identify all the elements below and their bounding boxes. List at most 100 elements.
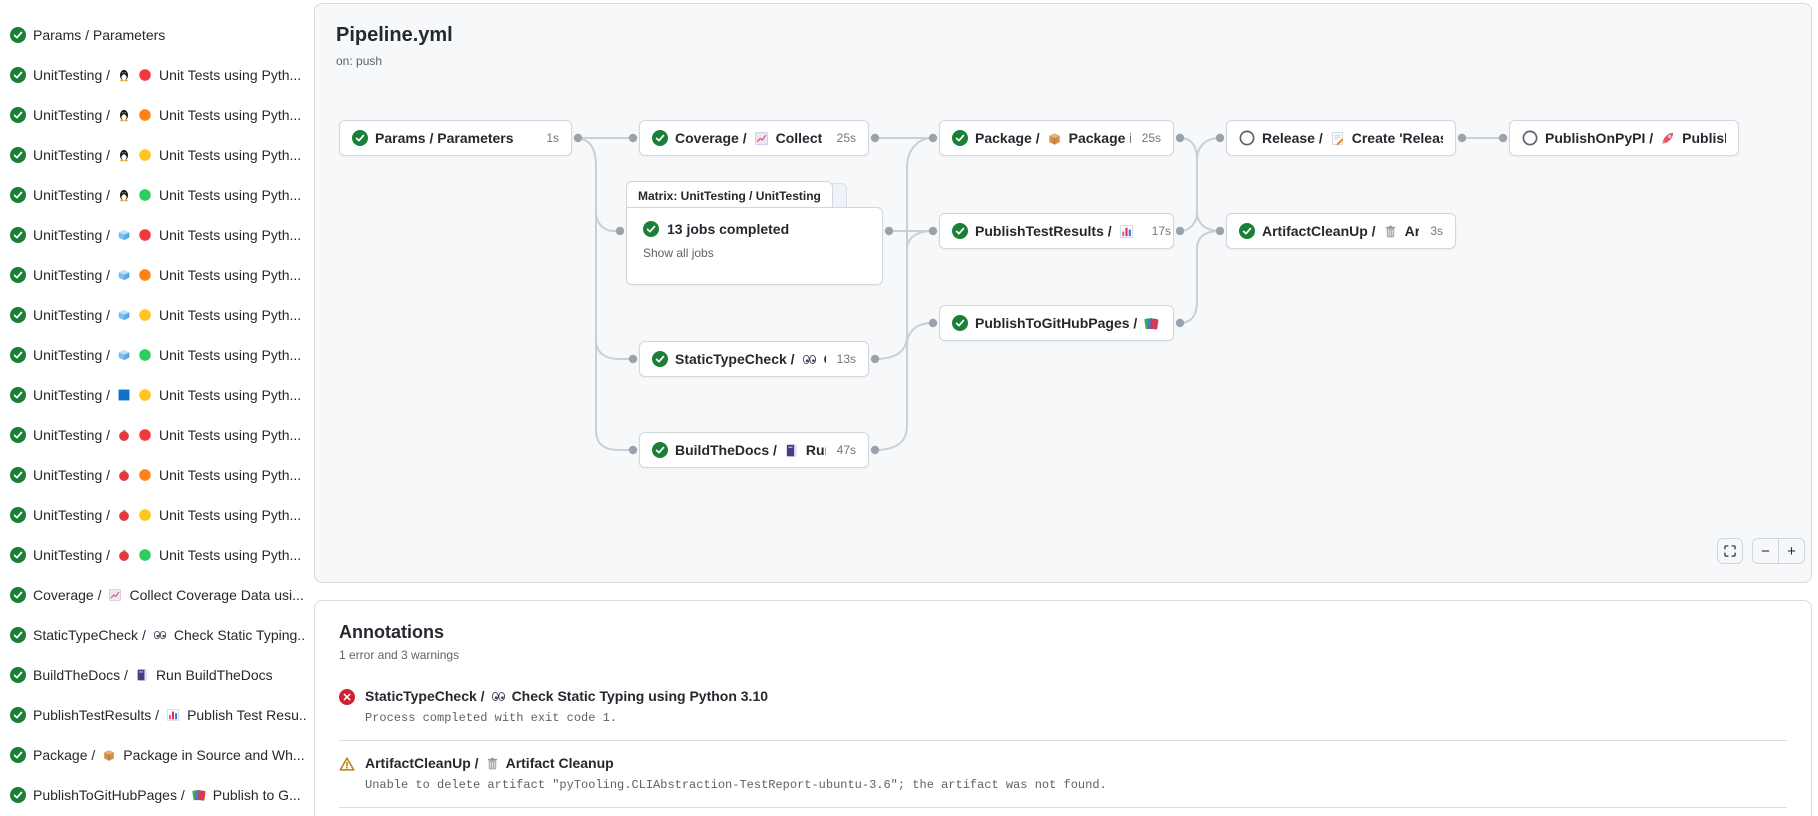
graph-node-release[interactable]: Release /Create 'Release P... [1226,120,1456,156]
sidebar-job-item[interactable]: UnitTesting /Unit Tests using Pyth... [0,535,306,575]
ice-icon [117,228,131,242]
sidebar-job-item[interactable]: BuildTheDocs /Run BuildTheDocs [0,655,306,695]
sidebar-job-item[interactable]: UnitTesting /Unit Tests using Pyth... [0,255,306,295]
job-name-text: UnitTesting / [33,467,111,483]
zoom-out-button[interactable]: − [1753,539,1779,563]
books-icon [1144,316,1159,331]
check-circle-icon [10,267,26,283]
linux-icon [117,68,131,82]
dot-yellow-icon [138,308,152,322]
sidebar-job-item[interactable]: UnitTesting /Unit Tests using Pyth... [0,175,306,215]
annotation-job-name: ArtifactCleanUp / [365,755,479,771]
matrix-tab[interactable]: Matrix: UnitTesting / UnitTesting [626,181,833,209]
sidebar-job-item[interactable]: UnitTesting /Unit Tests using Pyth... [0,335,306,375]
job-label-text: Publish to G... [212,787,301,803]
node-label-text: Publish to ... [1682,130,1726,146]
graph-node-coverage[interactable]: Coverage /Collect Cove...25s [639,120,869,156]
graph-node-build-the-docs[interactable]: BuildTheDocs /Run Buil...47s [639,432,869,468]
sidebar-job-item[interactable]: UnitTesting /Unit Tests using Pyth... [0,415,306,455]
check-circle-icon [10,587,26,603]
check-circle-icon [10,627,26,643]
sidebar-job-item[interactable]: UnitTesting / Unit Tests using Pyth... [0,375,306,415]
graph-node-publish-test-results[interactable]: PublishTestResults /Pu...17s [939,213,1174,249]
sidebar-job-item[interactable]: UnitTesting /Unit Tests using Pyth... [0,295,306,335]
graph-node-package[interactable]: Package /Package in So...25s [939,120,1174,156]
job-name-text: UnitTesting / [33,147,111,163]
node-duration: 25s [1141,131,1161,145]
sidebar-job-item[interactable]: UnitTesting /Unit Tests using Pyth... [0,455,306,495]
job-name-text: Package / [33,747,96,763]
graph-node-static-type-check[interactable]: StaticTypeCheck /Chec...13s [639,341,869,377]
book-icon [784,443,799,458]
annotation-job-link[interactable]: StaticTypeCheck /Check Static Typing usi… [365,688,768,704]
sidebar-job-item[interactable]: PublishToGitHubPages / Publish to G... [0,775,306,815]
apple-icon [117,468,131,482]
matrix-summary-card: 13 jobs completed Show all jobs [626,207,883,285]
job-name-text: UnitTesting / [33,187,111,203]
warning-icon [339,755,355,792]
node-label-text: Collect Cove... [775,130,826,146]
check-circle-icon [10,107,26,123]
sidebar-job-item[interactable]: UnitTesting /Unit Tests using Pyth... [0,495,306,535]
check-circle-icon [10,67,26,83]
graph-node-artifact-cleanup[interactable]: ArtifactCleanUp /Artifac...3s [1226,213,1456,249]
node-duration: 13s [836,352,856,366]
fullscreen-button[interactable] [1717,538,1743,564]
dot-red-icon [138,228,152,242]
workflow-file-title: Pipeline.yml [336,24,453,46]
workflow-trigger: on: push [336,54,383,68]
job-label-text: Unit Tests using Pyth... [159,67,302,83]
check-circle-icon [10,547,26,563]
job-name-text: StaticTypeCheck / [33,627,146,643]
dot-green-icon [138,548,152,562]
job-name-text: UnitTesting / [33,387,111,403]
dot-red-icon [138,428,152,442]
zoom-in-button[interactable]: + [1787,542,1796,560]
sidebar-job-item[interactable]: UnitTesting /Unit Tests using Pyth... [0,215,306,255]
graph-connection-dots [573,133,1508,455]
job-name-text: UnitTesting / [33,507,111,523]
ice-icon [117,308,131,322]
node-duration: 17s [1151,224,1172,238]
sidebar-job-item[interactable]: UnitTesting /Unit Tests using Pyth... [0,55,306,95]
check-circle-icon [10,27,26,43]
check-circle-icon [10,467,26,483]
eyes-icon [153,628,167,642]
show-all-jobs-link[interactable]: Show all jobs [643,246,714,260]
job-label-text: Unit Tests using Pyth... [159,387,302,403]
job-name-text: PublishToGitHubPages / [33,787,185,803]
check-circle-icon [952,315,968,331]
check-circle-icon [10,747,26,763]
check-circle-icon [10,387,26,403]
sidebar-job-item[interactable]: PublishTestResults /Publish Test Resu... [0,695,306,735]
dot-orange-icon [138,268,152,282]
package-icon [1047,131,1062,146]
sidebar-job-item[interactable]: UnitTesting /Unit Tests using Pyth... [0,135,306,175]
eyes-icon [491,689,506,704]
skipped-circle-icon [1522,130,1538,146]
graph-node-publish-on-pypi[interactable]: PublishOnPyPI /Publish to ... [1509,120,1739,156]
annotation-step-name: Artifact Cleanup [505,755,614,771]
annotation-job-link[interactable]: ArtifactCleanUp / Artifact Cleanup [365,755,1107,771]
annotation-detail-text: Process completed with exit code 1. [365,711,618,725]
sidebar-job-item[interactable]: UnitTesting /Unit Tests using Pyth... [0,95,306,135]
sidebar-job-item[interactable]: Params / Parameters [0,15,306,55]
node-label-text: Chec... [824,351,826,367]
linux-icon [117,148,131,162]
annotations-title: Annotations [339,622,444,642]
job-label-text: Unit Tests using Pyth... [159,347,302,363]
sidebar-job-item[interactable]: StaticTypeCheck /Check Static Typing... [0,615,306,655]
sidebar-job-item[interactable]: Coverage /Collect Coverage Data usi... [0,575,306,615]
job-label-text: Unit Tests using Pyth... [159,107,302,123]
job-label-text: Publish Test Resu... [187,707,306,723]
sidebar-job-item[interactable]: Package / Package in Source and Wh... [0,735,306,775]
linux-icon [117,108,131,122]
graph-node-publish-to-github-pages[interactable]: PublishToGitHubPages /...13s [939,305,1174,341]
job-label-text: Package in Source and Wh... [123,747,305,763]
trash-icon [1383,224,1398,239]
job-label-text: Run BuildTheDocs [155,667,273,683]
job-name-text: Params / Parameters [33,27,166,43]
dot-yellow-icon [138,388,152,402]
